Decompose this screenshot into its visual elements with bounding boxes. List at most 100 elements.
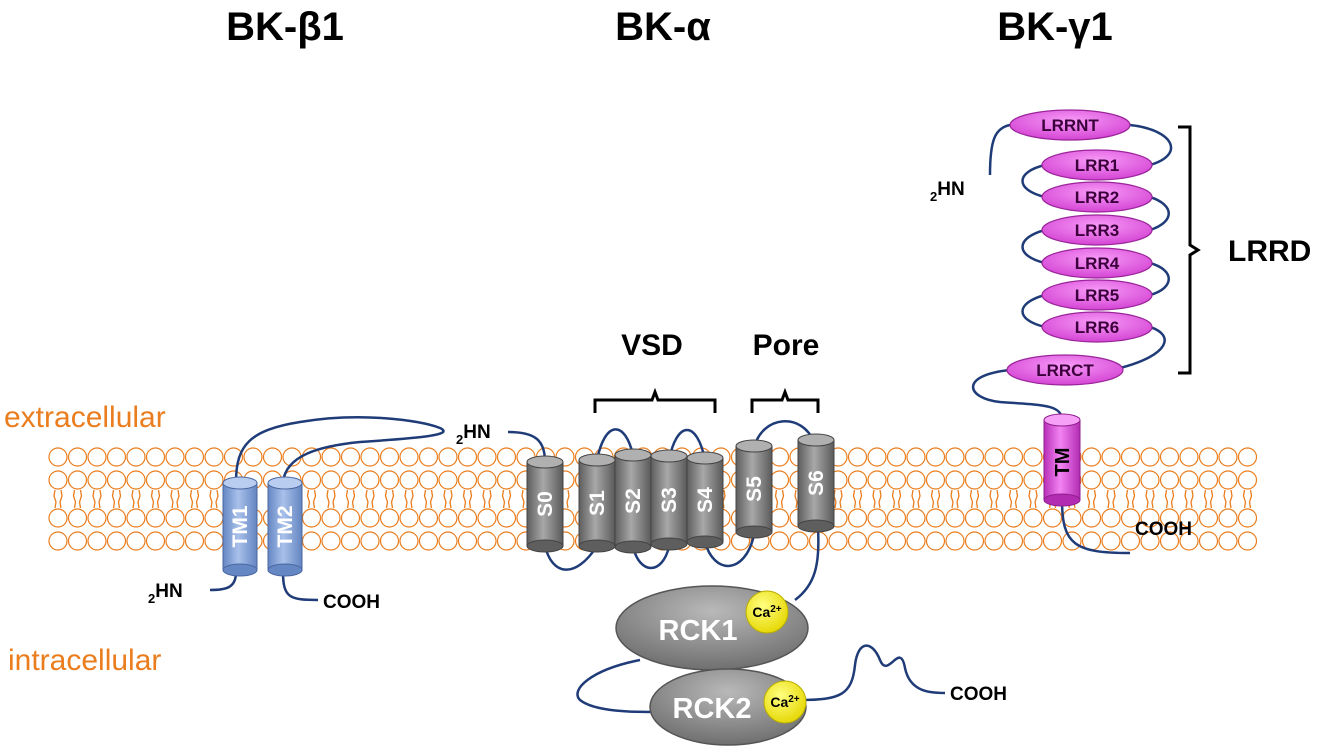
lipid-head bbox=[496, 470, 517, 490]
lipid-head bbox=[1101, 531, 1121, 551]
lipid-head bbox=[769, 508, 790, 528]
lipid-tail bbox=[209, 489, 213, 509]
vsd-bracket bbox=[593, 387, 717, 413]
lipid-tail bbox=[1112, 489, 1116, 509]
title-bk-beta1: BK-β1 bbox=[226, 5, 344, 49]
gamma1-lrrct: LRRCT bbox=[1006, 354, 1124, 386]
lipid-head bbox=[964, 470, 985, 490]
lipid-head bbox=[126, 470, 146, 490]
lipid-tail bbox=[170, 489, 174, 509]
lipid-head bbox=[321, 531, 341, 551]
lipid-head bbox=[360, 447, 380, 467]
lipid-tail bbox=[1131, 489, 1136, 509]
lipid-tail bbox=[1190, 489, 1194, 509]
lipid-head bbox=[48, 531, 68, 551]
beta1-n-terminus: 2HN bbox=[148, 581, 183, 606]
lipid-tail bbox=[488, 489, 492, 509]
lipid-head bbox=[340, 447, 361, 467]
gamma1-lrr6-label: LRR6 bbox=[1075, 318, 1119, 337]
lipid-head bbox=[67, 508, 88, 528]
lipid-tail bbox=[1184, 489, 1188, 509]
gamma1-tm-helix: TM bbox=[1043, 413, 1081, 507]
lipid-head bbox=[769, 447, 790, 467]
lipid-head bbox=[1023, 470, 1043, 490]
lipid-head bbox=[1237, 508, 1258, 528]
lipid-head bbox=[360, 531, 380, 551]
gamma1-lrrct-label: LRRCT bbox=[1036, 361, 1094, 380]
lipid-tail bbox=[312, 489, 317, 509]
lipid-head bbox=[1179, 531, 1199, 551]
lipid-head bbox=[477, 470, 497, 490]
lipid-tail bbox=[521, 489, 525, 509]
lipid-head bbox=[184, 447, 205, 467]
gamma1-tm-label: TM bbox=[1052, 448, 1074, 477]
lipid-head bbox=[457, 470, 478, 490]
lipid-head bbox=[1003, 531, 1024, 551]
lipid-tail bbox=[72, 489, 77, 509]
alpha-helix-s3: S3 bbox=[650, 449, 688, 551]
lipid-head bbox=[925, 508, 946, 528]
gamma1-lrr1: LRR1 bbox=[1041, 149, 1153, 181]
lipid-head bbox=[87, 531, 107, 551]
lipid-tail bbox=[1242, 489, 1247, 509]
gamma1-loop-lrr4-lrr5 bbox=[1149, 261, 1170, 297]
gamma1-lrr5-label: LRR5 bbox=[1075, 286, 1119, 305]
lipid-tail bbox=[98, 489, 102, 509]
lipid-head bbox=[204, 470, 224, 490]
alpha-loop-s4-s5 bbox=[703, 534, 756, 568]
lipid-tail bbox=[969, 489, 974, 509]
lipid-head bbox=[418, 508, 439, 528]
lipid-tail bbox=[1086, 489, 1091, 509]
lipid-head bbox=[457, 447, 478, 467]
lipid-head bbox=[301, 508, 322, 528]
lipid-head bbox=[301, 470, 322, 490]
label-extracellular: extracellular bbox=[4, 401, 166, 434]
lipid-head bbox=[1218, 447, 1238, 467]
lipid-head bbox=[867, 470, 887, 490]
alpha-loop-s0-s1 bbox=[543, 545, 599, 571]
lipid-head bbox=[48, 470, 68, 490]
lipid-tail bbox=[156, 489, 161, 509]
lipid-head bbox=[87, 447, 107, 467]
alpha-loop-s5-s6 bbox=[752, 420, 816, 449]
lipid-tail bbox=[410, 489, 414, 509]
lipid-tail bbox=[462, 489, 467, 509]
gamma1-n-terminal-linker bbox=[988, 123, 1011, 176]
lipid-head bbox=[964, 531, 985, 551]
lipid-tail bbox=[404, 489, 408, 509]
gamma1-lrrnt-label: LRRNT bbox=[1041, 116, 1099, 135]
lipid-head bbox=[360, 470, 380, 490]
lipid-head bbox=[867, 508, 887, 528]
lipid-tail bbox=[443, 489, 447, 509]
lrrd-bracket bbox=[1178, 125, 1201, 375]
lipid-head bbox=[165, 447, 185, 467]
beta1-helix-tm1: TM1 bbox=[222, 476, 258, 577]
lipid-head bbox=[1198, 447, 1219, 467]
rck2-domain: RCK2 Ca2+ bbox=[649, 668, 807, 746]
lipid-head bbox=[925, 531, 946, 551]
lipid-head bbox=[984, 508, 1004, 528]
lipid-head bbox=[340, 470, 361, 490]
lipid-tail bbox=[878, 489, 882, 509]
lipid-tail bbox=[995, 489, 999, 509]
lipid-head bbox=[438, 470, 458, 490]
lipid-tail bbox=[371, 489, 375, 509]
alpha-helix-s4: S4 bbox=[686, 451, 724, 549]
lipid-head bbox=[1198, 508, 1219, 528]
lipid-head bbox=[945, 447, 965, 467]
lipid-tail bbox=[1125, 489, 1130, 509]
lipid-head bbox=[964, 447, 985, 467]
lipid-tail bbox=[897, 489, 902, 509]
lipid-head bbox=[1042, 531, 1063, 551]
alpha-rck1-rck2-linker bbox=[576, 658, 653, 714]
lipid-head bbox=[925, 447, 946, 467]
lipid-head bbox=[399, 447, 419, 467]
lipid-head bbox=[262, 447, 283, 467]
lipid-head bbox=[1081, 508, 1102, 528]
lipid-head bbox=[1198, 470, 1219, 490]
vsd-label: VSD bbox=[621, 329, 683, 362]
lipid-head bbox=[321, 470, 341, 490]
